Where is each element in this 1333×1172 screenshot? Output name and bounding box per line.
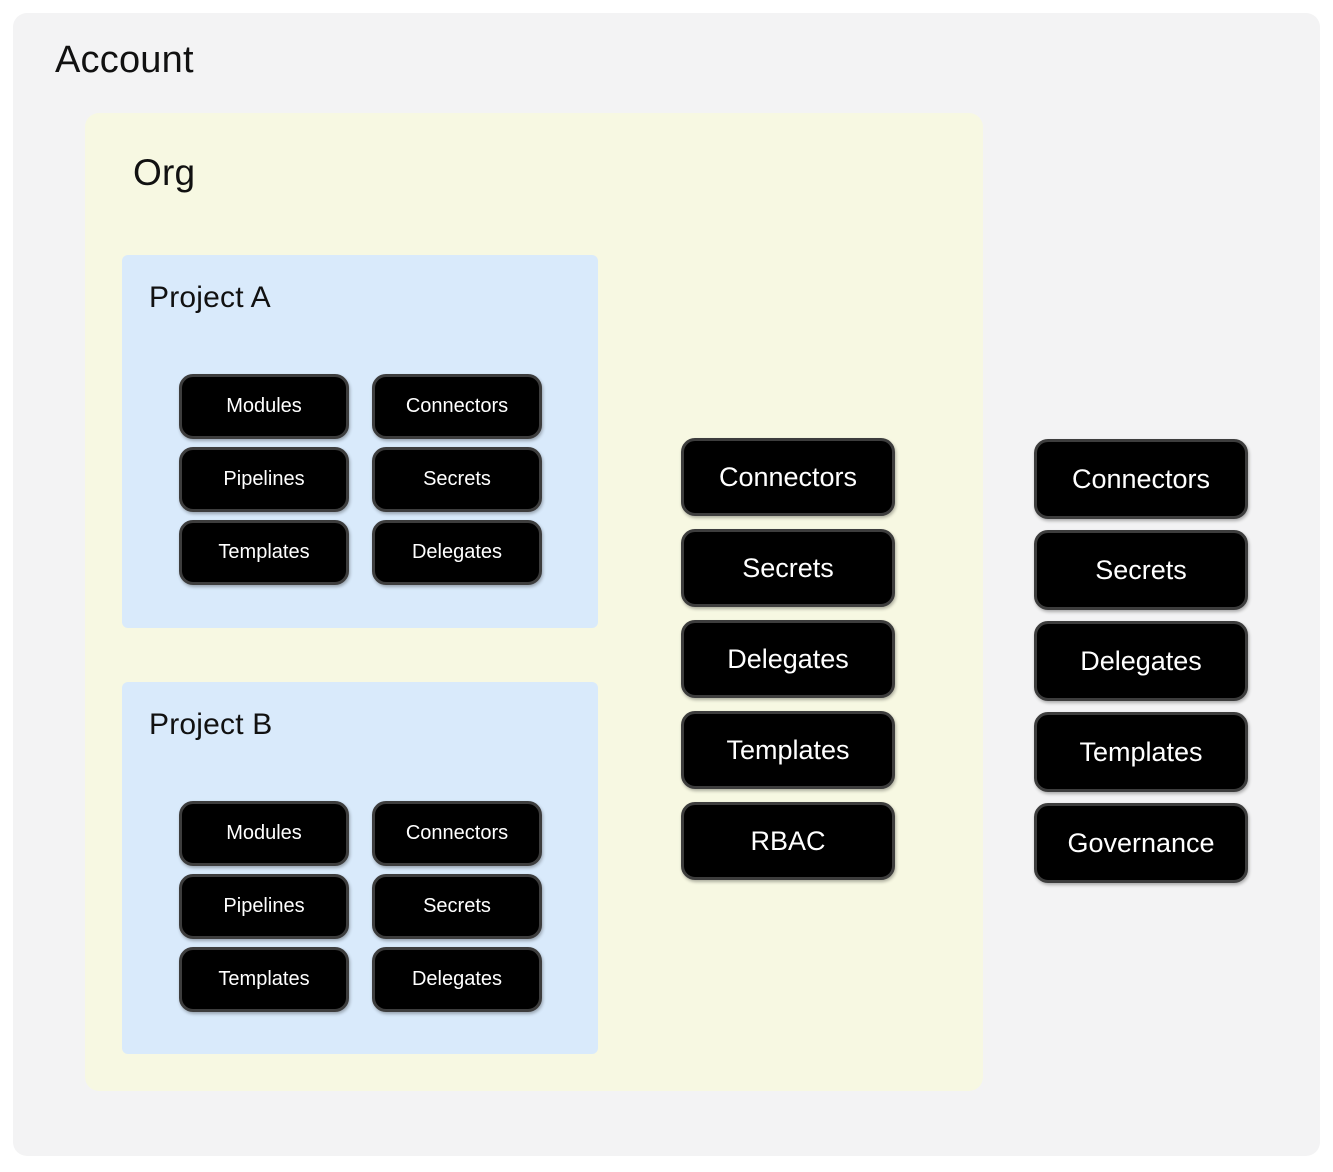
project-b-resource-node: Pipelines xyxy=(179,874,349,939)
account-resource-node: Templates xyxy=(1034,712,1248,792)
project-a-resource-node: Delegates xyxy=(372,520,542,585)
org-resource-node: Secrets xyxy=(681,529,895,607)
project-a-resource-node: Modules xyxy=(179,374,349,439)
account-title: Account xyxy=(55,39,194,81)
project-b-title: Project B xyxy=(149,708,273,741)
project-b-resource-node: Secrets xyxy=(372,874,542,939)
account-resource-node: Secrets xyxy=(1034,530,1248,610)
org-resource-node: RBAC xyxy=(681,802,895,880)
project-b-resource-node: Templates xyxy=(179,947,349,1012)
project-a-resource-node: Secrets xyxy=(372,447,542,512)
project-a-resource-node: Connectors xyxy=(372,374,542,439)
account-resource-node: Governance xyxy=(1034,803,1248,883)
project-b-resource-node: Modules xyxy=(179,801,349,866)
org-resource-node: Delegates xyxy=(681,620,895,698)
org-title: Org xyxy=(133,152,196,193)
account-resource-node: Connectors xyxy=(1034,439,1248,519)
project-a-title: Project A xyxy=(149,281,271,314)
org-resource-node: Templates xyxy=(681,711,895,789)
project-a-resource-node: Pipelines xyxy=(179,447,349,512)
project-b-resource-node: Delegates xyxy=(372,947,542,1012)
org-resource-node: Connectors xyxy=(681,438,895,516)
project-a-resource-node: Templates xyxy=(179,520,349,585)
account-resource-node: Delegates xyxy=(1034,621,1248,701)
project-b-resource-node: Connectors xyxy=(372,801,542,866)
